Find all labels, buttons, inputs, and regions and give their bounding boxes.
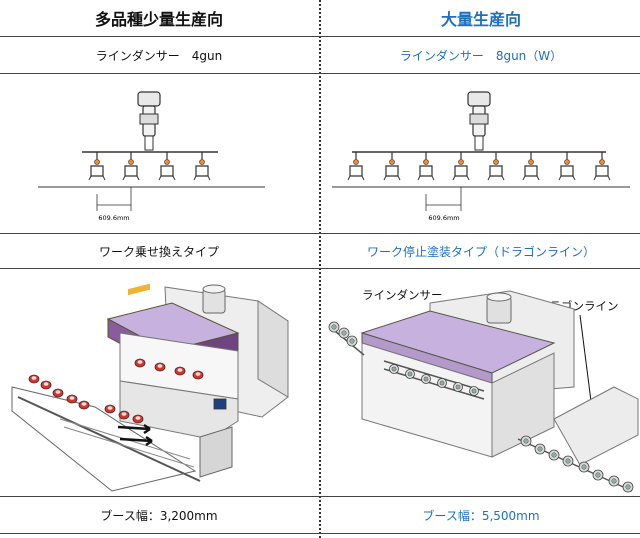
right-gun-schematic: 609.6mm	[332, 91, 630, 222]
right-pitch-label: 609.6mm	[428, 214, 459, 222]
workpiece-icon	[328, 321, 340, 333]
workpiece-icon	[104, 404, 116, 414]
left-dancer-label: ラインダンサー 4gun	[95, 48, 223, 63]
workpiece-icon	[389, 364, 399, 374]
monitor-icon	[213, 398, 227, 410]
workpiece-icon	[52, 388, 64, 398]
workpiece-icon	[405, 369, 415, 379]
left-work-type: ワーク乗せ換えタイプ	[98, 244, 219, 259]
right-heading: 大量生産向	[440, 10, 521, 29]
workpiece-icon	[534, 443, 546, 455]
spray-gun-icon	[558, 152, 576, 181]
workpiece-icon	[346, 335, 358, 347]
workpiece-icon	[134, 358, 146, 368]
spray-gun-icon	[88, 152, 106, 181]
workpiece-icon	[520, 435, 532, 447]
transfer-arrow-icon	[117, 423, 151, 435]
workpiece-icon	[66, 394, 78, 404]
left-pitch-label: 609.6mm	[98, 214, 129, 222]
spray-gun-icon	[158, 152, 176, 181]
spray-gun-icon	[593, 152, 611, 181]
workpiece-icon	[578, 461, 590, 473]
workpiece-icon	[118, 410, 130, 420]
left-heading: 多品種少量生産向	[94, 10, 223, 29]
spray-gun-icon	[417, 152, 435, 181]
column-divider	[319, 0, 321, 538]
workpiece-icon	[548, 449, 560, 461]
workpiece-icon	[192, 370, 204, 380]
transfer-arrow-icon	[119, 435, 153, 447]
left-gun-schematic: 609.6mm	[38, 91, 265, 222]
control-panel	[199, 426, 233, 478]
callout-line-dancer: ラインダンサー	[362, 288, 443, 302]
spray-gun-icon	[452, 152, 470, 181]
robot-arm-icon	[467, 91, 491, 151]
spray-gun-icon	[383, 152, 401, 181]
dragon-line-conveyor	[553, 386, 639, 466]
right-booth-width: ブース幅：5,500mm	[422, 508, 540, 523]
callout-leader	[579, 314, 593, 410]
left-booth-width: ブース幅：3,200mm	[100, 508, 218, 523]
workpiece-icon	[622, 481, 634, 493]
conveyor-rail	[17, 396, 201, 482]
spray-gun-icon	[347, 152, 365, 181]
paint-booth	[106, 283, 240, 400]
workpiece-icon	[40, 380, 52, 390]
workpiece-icon	[608, 475, 620, 487]
right-booth-illustration: ラインダンサー ドラゴンライン	[328, 288, 639, 493]
workpiece-icon	[421, 374, 431, 384]
workpiece-icon	[174, 366, 186, 376]
workpiece-icon	[338, 327, 350, 339]
workpiece-icon	[453, 382, 463, 392]
spray-gun-icon	[122, 152, 140, 181]
workpiece-icon	[78, 400, 90, 410]
workpiece-icon	[469, 386, 479, 396]
workpiece-icon	[154, 362, 166, 372]
workpiece-icon	[437, 378, 447, 388]
left-booth-illustration	[11, 283, 289, 492]
workpiece-icon	[592, 469, 604, 481]
workpiece-icon	[132, 414, 144, 424]
robot-arm-icon	[137, 91, 161, 151]
spray-gun-icon	[487, 152, 505, 181]
spray-gun-icon	[193, 152, 211, 181]
workpiece-icon	[562, 455, 574, 467]
workpiece-icon	[28, 374, 40, 384]
right-dancer-label: ラインダンサー 8gun（W）	[399, 48, 563, 63]
spray-gun-icon	[522, 152, 540, 181]
right-work-type: ワーク停止塗装タイプ（ドラゴンライン）	[366, 244, 595, 259]
